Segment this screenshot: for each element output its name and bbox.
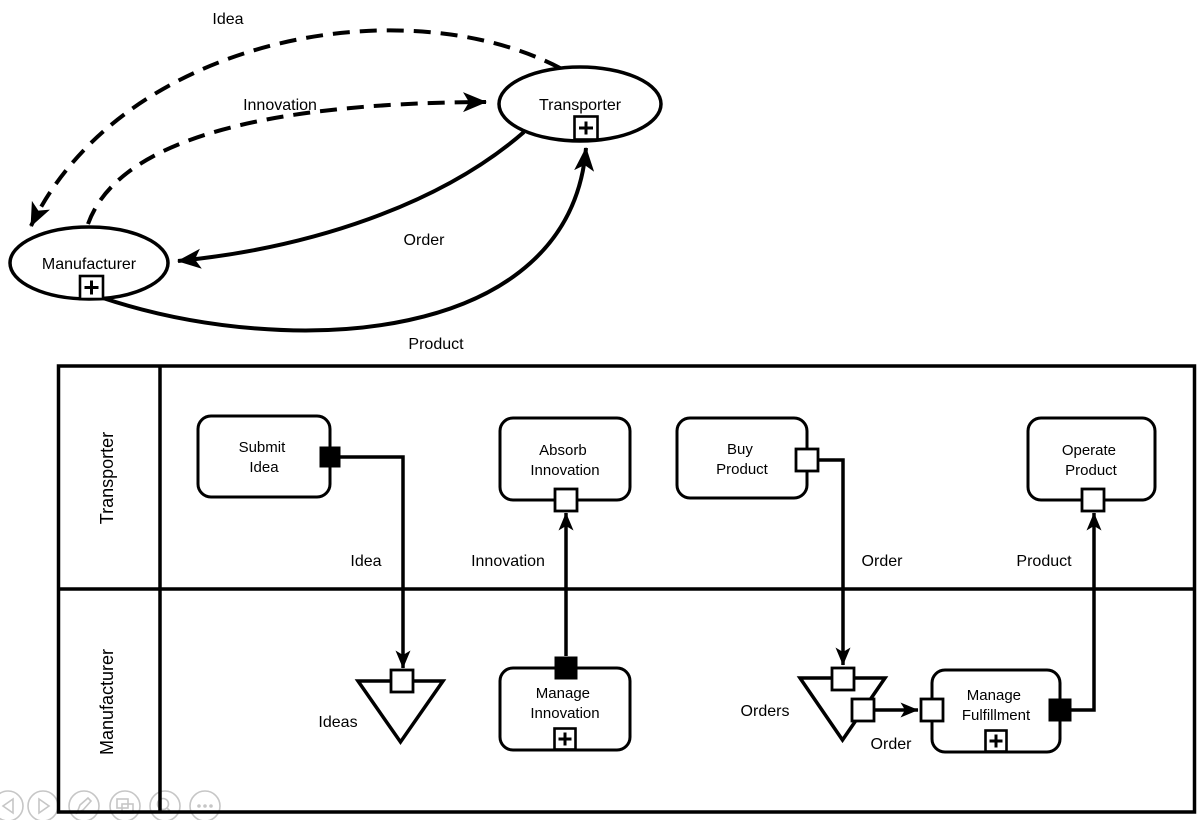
output-port-filled	[1048, 698, 1072, 722]
task-label: Manage Fulfillment	[962, 687, 1031, 724]
task-submit-idea: Submit Idea	[196, 414, 341, 499]
control-circle	[27, 790, 59, 820]
task-box	[675, 416, 809, 500]
store-label: Orders	[741, 703, 790, 720]
task-operate-product: Operate Product	[1026, 416, 1157, 513]
next-slide-icon	[38, 797, 51, 815]
previous-slide-icon	[1, 797, 14, 815]
control-circle	[68, 790, 100, 820]
idea-flow-label: Idea	[212, 11, 243, 28]
order-connector	[818, 458, 851, 666]
input-port	[389, 668, 415, 694]
innovation-connector-label: Innovation	[471, 553, 545, 570]
order-flow-label: Order	[404, 232, 446, 249]
transporter-node: Transporter	[497, 65, 663, 143]
input-port	[553, 487, 579, 513]
product-connector-label: Product	[1016, 553, 1072, 570]
task-label: Absorb Innovation	[530, 442, 599, 479]
control-circle	[149, 790, 181, 820]
idea-connector	[340, 455, 411, 669]
input-port	[1080, 487, 1106, 513]
order-connector-label: Order	[862, 553, 904, 570]
task-manage-innovation: Manage Innovation	[498, 656, 632, 752]
transporter-label: Transporter	[539, 97, 622, 114]
process-pool: Transporter Manufacturer Submit Idea Abs…	[56, 364, 1197, 814]
control-circle	[189, 790, 221, 820]
order-flow-arrow	[177, 130, 526, 269]
lane-label-transporter: Transporter	[97, 432, 117, 524]
collapse-plus-icon	[573, 115, 599, 141]
innovation-flow-label: Innovation	[243, 97, 317, 114]
task-label: Buy Product	[716, 441, 769, 478]
idea-connector-label: Idea	[350, 553, 381, 570]
next-slide-button[interactable]	[27, 790, 59, 820]
zoom-slide-button[interactable]	[149, 790, 181, 820]
store-orders: Orders	[741, 666, 889, 744]
task-label: Submit Idea	[239, 439, 290, 476]
slideshow-controls	[0, 790, 221, 820]
task-buy-product: Buy Product	[675, 416, 820, 500]
task-manage-fulfillment: Manage Fulfillment	[919, 668, 1072, 754]
context-diagram: Manufacturer Transporter Idea Innovation…	[8, 11, 663, 353]
product-flow-arrow	[102, 147, 595, 333]
manufacturer-label: Manufacturer	[42, 256, 137, 273]
subprocess-plus-icon	[984, 729, 1008, 753]
output-port-filled	[554, 656, 578, 680]
lane-label-manufacturer: Manufacturer	[97, 649, 117, 755]
product-flow-label: Product	[408, 336, 464, 353]
collapse-plus-icon	[78, 274, 105, 301]
store-ideas: Ideas	[318, 668, 447, 746]
see-all-slides-button[interactable]	[109, 790, 141, 820]
store-label: Ideas	[318, 714, 357, 731]
control-circle	[0, 790, 24, 820]
transporter-ellipse	[497, 65, 663, 143]
task-label: Manage Innovation	[530, 685, 599, 722]
output-port	[850, 697, 876, 723]
ellipsis-icon	[197, 804, 213, 808]
order2-connector-label: Order	[871, 736, 913, 753]
more-options-button[interactable]	[189, 790, 221, 820]
output-port-filled	[319, 446, 341, 468]
subprocess-plus-icon	[553, 727, 577, 751]
innovation-flow-arrow	[86, 92, 487, 225]
input-port	[919, 697, 945, 723]
control-circle	[109, 790, 141, 820]
input-port	[830, 666, 856, 692]
manufacturer-node: Manufacturer	[8, 225, 170, 301]
product-connector	[1071, 512, 1102, 712]
idea-flow-arrow	[29, 28, 561, 227]
previous-slide-button[interactable]	[0, 790, 24, 820]
task-label: Operate Product	[1062, 442, 1120, 479]
task-absorb-innovation: Absorb Innovation	[498, 416, 632, 513]
task-box	[196, 414, 332, 499]
output-port	[794, 447, 820, 473]
pen-button[interactable]	[68, 790, 100, 820]
